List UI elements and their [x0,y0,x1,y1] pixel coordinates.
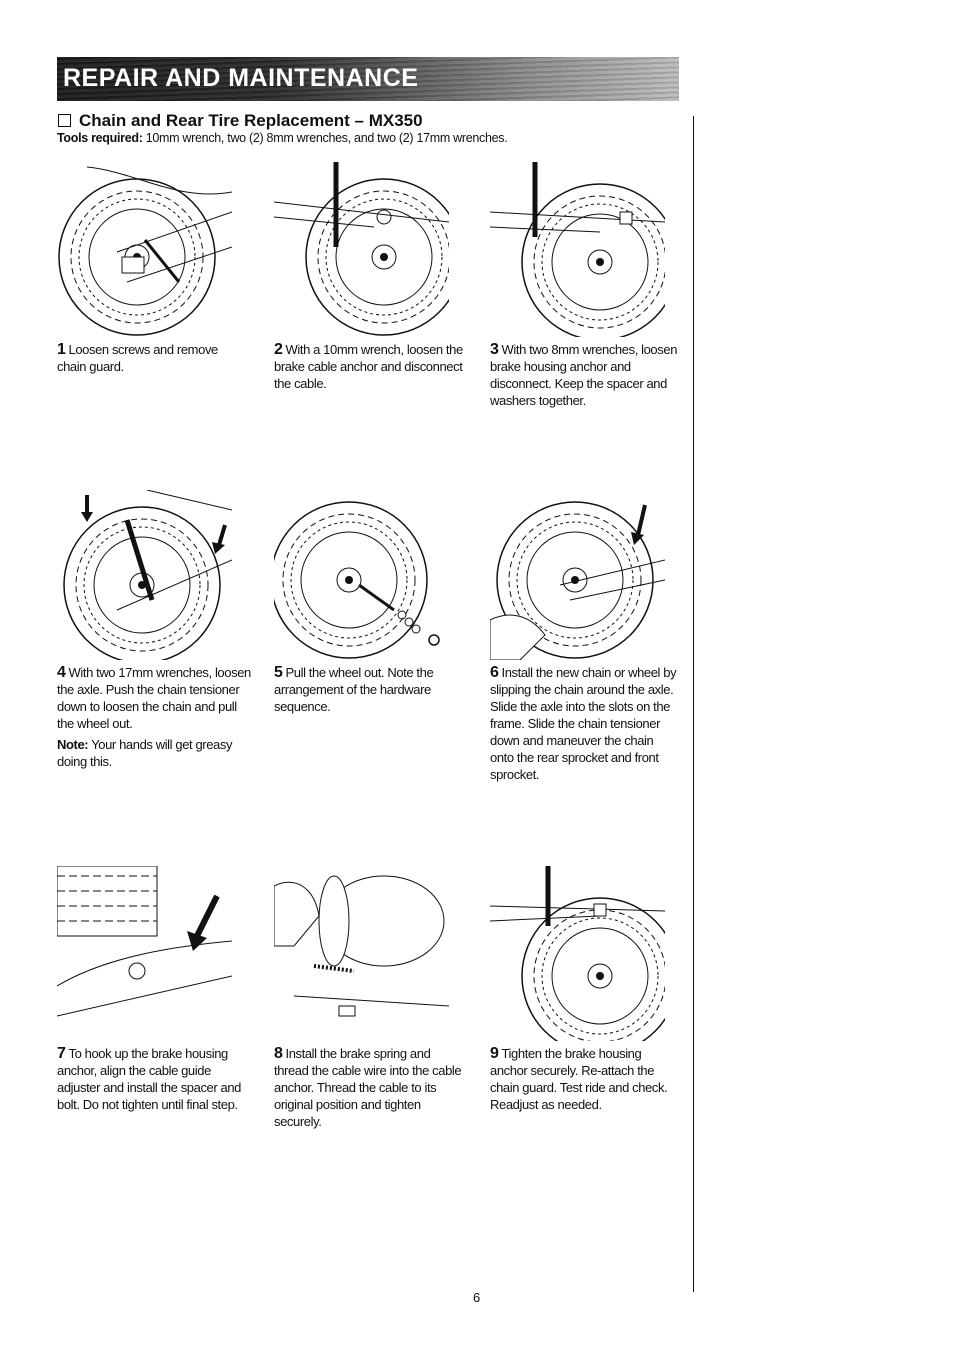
step-number: 5 [274,664,283,681]
checkbox-icon [58,114,71,127]
step-text: Pull the wheel out. Note the arrangement… [274,665,434,714]
step-number: 2 [274,341,283,358]
step-text: With a 10mm wrench, loosen the brake cab… [274,342,463,391]
wrench-on-axle-with-arrows-illustration [63,490,232,660]
section-banner: REPAIR AND MAINTENANCE [57,57,679,101]
step-number: 1 [57,341,66,358]
brake-spring-install-illustration [274,875,449,1017]
brake-housing-anchor-illustration [57,866,232,1017]
page-number: 6 [473,1290,481,1305]
banner-title: REPAIR AND MAINTENANCE [63,64,419,92]
step-text: Tighten the brake housing anchor securel… [490,1046,668,1112]
step-number: 3 [490,341,499,358]
step-text: Loosen screws and remove chain guard. [57,342,218,374]
tighten-brake-housing-illustration [490,866,665,1041]
step-number: 4 [57,664,66,681]
step-text: With two 17mm wrenches, loosen the axle.… [57,665,251,731]
wrench-on-brake-cable-anchor-illustration [274,162,449,336]
tools-required: Tools required: 10mm wrench, two (2) 8mm… [57,131,508,145]
step-text: To hook up the brake housing anchor, ali… [57,1046,242,1112]
tools-label: Tools required: [57,131,143,145]
step-text: Install the new chain or wheel by slippi… [490,665,677,782]
step-note: Note: Your hands will get greasy doing t… [57,737,233,769]
wrenches-on-brake-housing-illustration [490,162,665,337]
section-title-text: Chain and Rear Tire Replacement – MX350 [79,111,423,130]
tools-text: 10mm wrench, two (2) 8mm wrenches, and t… [142,131,508,145]
step-number: 9 [490,1045,499,1062]
hands-installing-chain-illustration [490,501,665,660]
step-number: 6 [490,664,499,681]
column-divider [693,116,694,1292]
step-number: 7 [57,1045,66,1062]
step-text: With two 8mm wrenches, loosen brake hous… [490,342,678,408]
step-number: 8 [274,1045,283,1062]
wheel-with-screwdriver-illustration [58,166,232,336]
wheel-with-hardware-illustration [274,501,440,659]
section-title: Chain and Rear Tire Replacement – MX350 [58,111,423,131]
step-text: Install the brake spring and thread the … [274,1046,462,1129]
